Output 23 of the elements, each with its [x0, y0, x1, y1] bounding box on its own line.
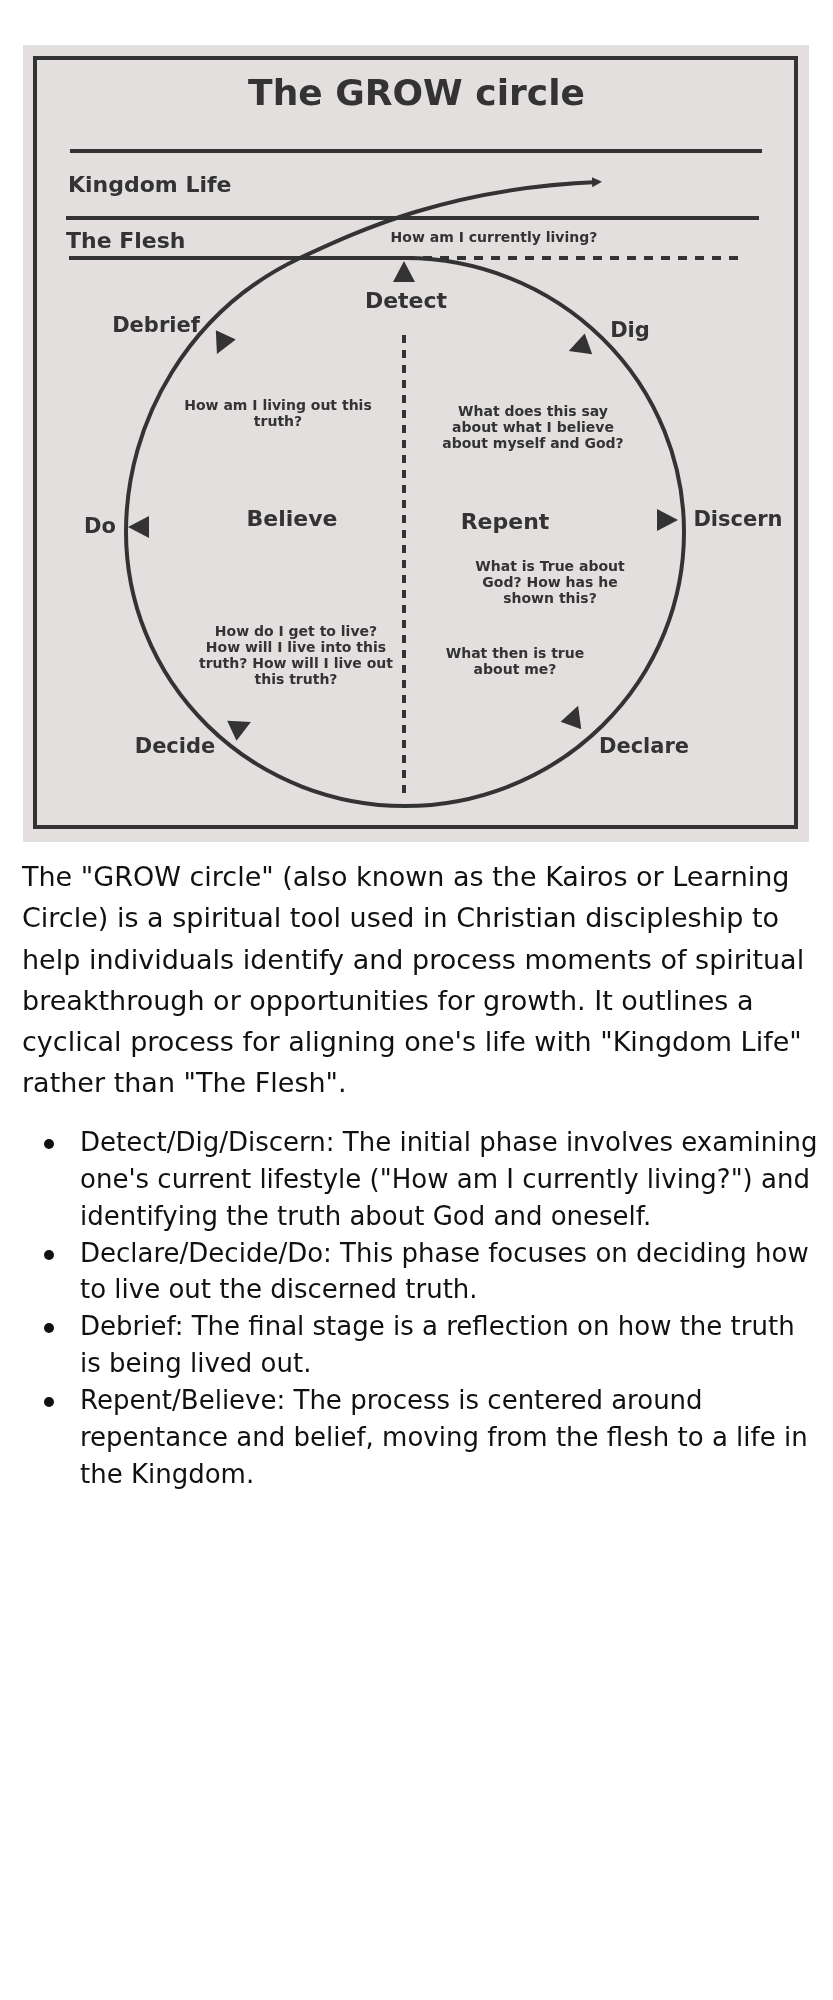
stage-label: Debrief [112, 312, 200, 338]
stage-label: Believe [246, 506, 338, 532]
bullet-text: Detect/Dig/Discern: The initial phase involves examining one's current lifestyle ("How am I currently living?") and identifying the truth about God and oneself. [80, 1126, 818, 1231]
question-text: How am I currently living? [390, 228, 598, 246]
caption-paragraph: The "GROW circle" (also known as the Kairos or Learning Circle) is a spiritual tool used in Christian discipleship to help individuals identify and process moments of spiritual breakthrough or opportunities for growth. It outlines a cyclical process for aligning one's life with "Kingdom Life" rather than "The Flesh". [22, 860, 806, 1101]
question-text: How do I get to live? How will I live into this truth? How will I live out this truth? [198, 622, 394, 688]
bullet-text: Declare/Decide/Do: This phase focuses on deciding how to live out the discerned truth. [80, 1237, 809, 1305]
stage-label: Discern [693, 506, 783, 532]
bullet-text: Debrief: The final stage is a reflection on how the truth is being lived out. [80, 1311, 795, 1379]
stage-label: Do [84, 513, 116, 539]
bullet-text: Repent/Believe: The process is centered around repentance and belief, moving from the flesh to a life in the Kingdom. [80, 1385, 808, 1489]
question-text: What is True about God? How has he shown this? [474, 557, 626, 607]
question-text: What does this say about what I believe about myself and God? [441, 402, 625, 452]
stage-label: Repent [460, 509, 550, 535]
question-text: What then is true about me? [444, 644, 586, 678]
stage-label: Dig [610, 317, 650, 343]
band-label: The Flesh [66, 228, 186, 254]
stage-label: Declare [598, 733, 690, 759]
question-text: How am I living out this truth? [183, 396, 373, 430]
stage-label: Detect [364, 288, 448, 314]
diagram-title: The GROW circle [247, 72, 586, 113]
band-label: Kingdom Life [68, 172, 232, 198]
stage-label: Decide [134, 733, 216, 759]
